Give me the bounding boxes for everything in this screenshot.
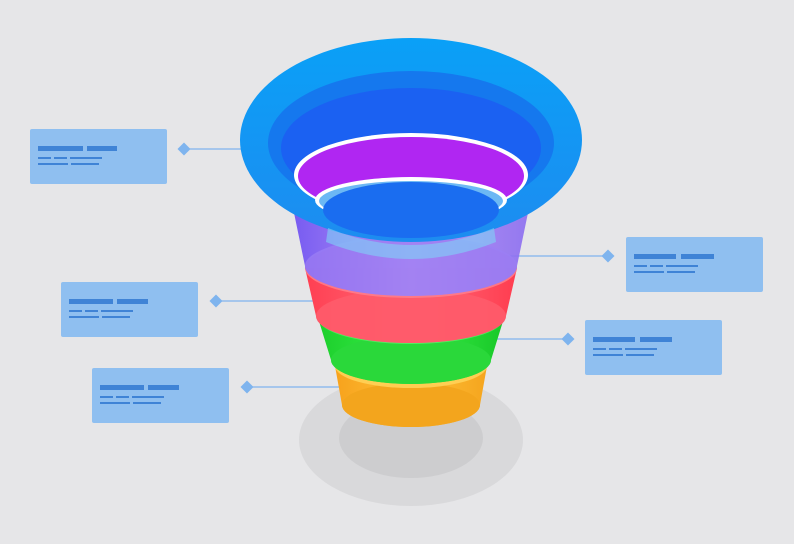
info-card-3 (61, 282, 198, 337)
info-card-1 (30, 129, 167, 184)
funnel-layer-1 (240, 38, 582, 259)
connectors (177, 142, 615, 394)
info-card-4 (585, 320, 722, 375)
info-card-5 (92, 368, 229, 423)
info-card-2 (626, 237, 763, 292)
